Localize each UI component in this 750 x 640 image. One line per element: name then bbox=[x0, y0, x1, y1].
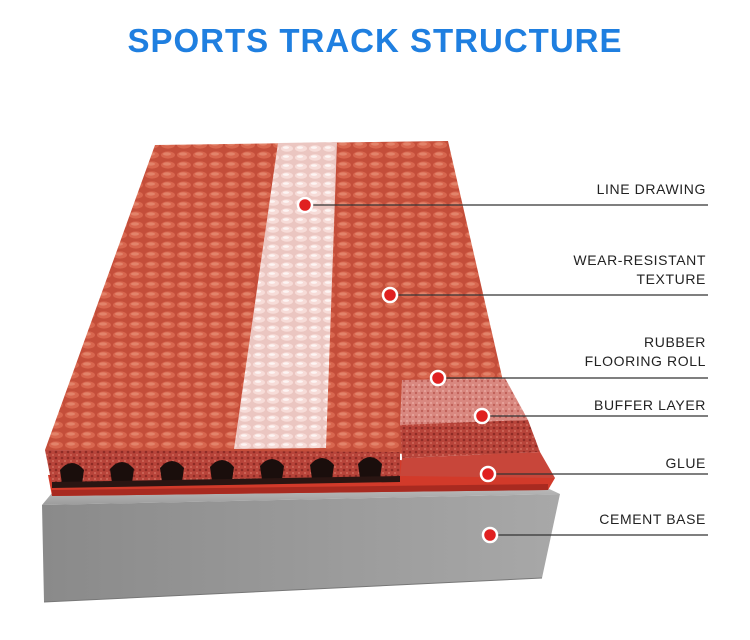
label-cement-base: CEMENT BASE bbox=[599, 511, 706, 527]
marker-dots bbox=[296, 196, 499, 544]
label-glue: GLUE bbox=[665, 455, 706, 471]
cement-base-front bbox=[42, 494, 560, 602]
label-wear-resistant-texture: WEAR-RESISTANT TEXTURE bbox=[573, 252, 706, 287]
marker-glue bbox=[479, 465, 497, 483]
marker-rubber-roll bbox=[429, 369, 447, 387]
cement-base-top bbox=[42, 487, 560, 505]
marker-cement-base bbox=[481, 526, 499, 544]
label-buffer-layer: BUFFER LAYER bbox=[594, 397, 706, 413]
buffer-layer-face bbox=[400, 420, 540, 458]
rubber-roll-top bbox=[400, 378, 528, 425]
marker-buffer-layer bbox=[473, 407, 491, 425]
lane-line bbox=[234, 142, 337, 449]
leader-lines bbox=[305, 204, 708, 536]
page-title: SPORTS TRACK STRUCTURE bbox=[127, 22, 623, 59]
label-rubber-flooring-roll: RUBBER FLOORING ROLL bbox=[584, 334, 706, 369]
marker-wear-texture bbox=[381, 286, 399, 304]
marker-line-drawing bbox=[296, 196, 314, 214]
rubber-cavities bbox=[60, 457, 382, 484]
label-line-drawing: LINE DRAWING bbox=[596, 181, 706, 197]
